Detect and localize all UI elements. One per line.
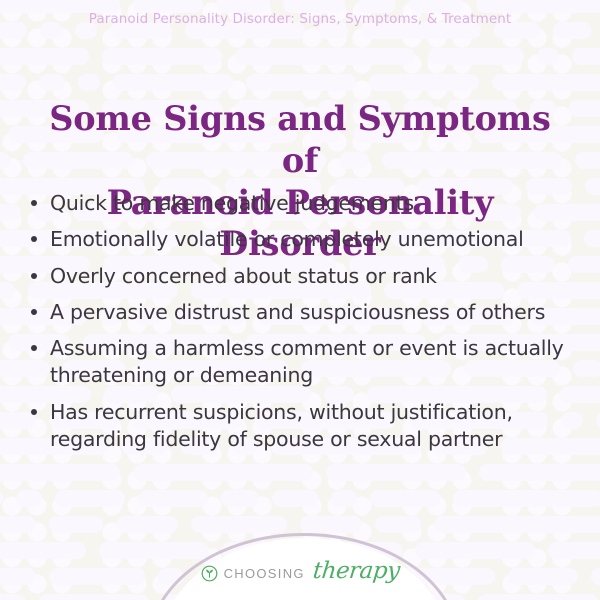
background-pill (221, 490, 259, 507)
background-pill-row (0, 516, 600, 533)
bullet-dot-icon (31, 408, 37, 415)
background-pill (572, 48, 600, 65)
background-pill-row (0, 464, 600, 481)
background-pill (596, 412, 600, 429)
background-pill (300, 516, 362, 533)
background-pill (138, 490, 208, 507)
background-pill (569, 100, 600, 117)
symptom-list-item-label: A pervasive distrust and suspiciousness … (50, 299, 546, 324)
background-pill (331, 490, 357, 507)
background-pill (113, 74, 233, 91)
symptom-list-item: Assuming a harmless comment or event is … (28, 335, 582, 390)
symptom-list-item-label: Assuming a harmless comment or event is … (50, 336, 564, 388)
background-pill (191, 516, 287, 533)
background-pill-row (0, 74, 600, 91)
brand-word-choosing: CHOOSING (223, 565, 305, 581)
bullet-dot-icon (31, 308, 37, 315)
background-pill (0, 152, 10, 169)
background-pill-row (0, 48, 600, 65)
bullet-dot-icon (31, 272, 37, 279)
background-pill (369, 74, 479, 91)
background-pill (0, 516, 36, 533)
brand-logo[interactable]: CHOOSING therapy (0, 558, 600, 584)
symptom-list-item: Quick to make negative judgements (28, 190, 582, 217)
bullet-dot-icon (31, 345, 37, 351)
symptom-list-item: A pervasive distrust and suspiciousness … (28, 299, 582, 326)
background-pill (537, 48, 559, 65)
background-pill (479, 464, 600, 481)
background-pill (55, 490, 125, 507)
background-pill (16, 490, 42, 507)
leaf-plant-circle-icon (201, 565, 218, 581)
background-pill (246, 74, 356, 91)
background-pill (585, 178, 600, 195)
background-pill (0, 542, 86, 559)
background-pill (0, 594, 26, 600)
background-pill (492, 74, 600, 91)
background-pill (370, 490, 440, 507)
symptom-list-item: Has recurrent suspicions, without justif… (28, 399, 582, 454)
symptom-list-item-label: Overly concerned about status or rank (50, 263, 437, 288)
background-pill (235, 48, 415, 65)
background-pill (326, 464, 466, 481)
background-pill-row (0, 490, 600, 507)
background-pill (272, 490, 318, 507)
symptom-list-item: Overly concerned about status or rank (28, 263, 582, 290)
background-pill (0, 464, 120, 481)
background-pill (453, 490, 600, 507)
background-pill (584, 230, 600, 247)
background-pill (0, 74, 26, 91)
eyebrow-header-text: Paranoid Personality Disorder: Signs, Sy… (88, 11, 512, 27)
background-pill (116, 516, 178, 533)
bullet-dot-icon (31, 200, 37, 206)
background-pill (548, 542, 600, 559)
background-pill (102, 48, 222, 65)
background-pill (39, 74, 65, 91)
background-pill (434, 516, 600, 533)
background-pill (415, 542, 535, 559)
background-pill (0, 490, 3, 507)
background-pill (375, 516, 421, 533)
background-pill (0, 282, 15, 299)
symptom-list-item-label: Quick to make negative judgements (50, 191, 414, 215)
background-pill (0, 204, 21, 221)
background-pill (575, 152, 600, 169)
background-pill (428, 48, 524, 65)
symptom-list-item-label: Has recurrent suspicions, without justif… (50, 399, 513, 451)
brand-word-therapy: therapy (311, 558, 401, 584)
symptom-list-item-label: Emotionally volatile or completely unemo… (50, 227, 524, 252)
background-pill (133, 464, 313, 481)
background-pill (78, 74, 100, 91)
symptom-list-item: Emotionally volatile or completely unemo… (28, 226, 582, 253)
background-pill (39, 594, 149, 600)
background-pill (99, 542, 209, 559)
bullet-dot-icon (31, 236, 37, 243)
background-pill (49, 516, 103, 533)
background-pill (478, 594, 598, 600)
page-title-line-1: Some Signs and Symptoms of (49, 99, 551, 180)
background-pill (0, 48, 89, 65)
